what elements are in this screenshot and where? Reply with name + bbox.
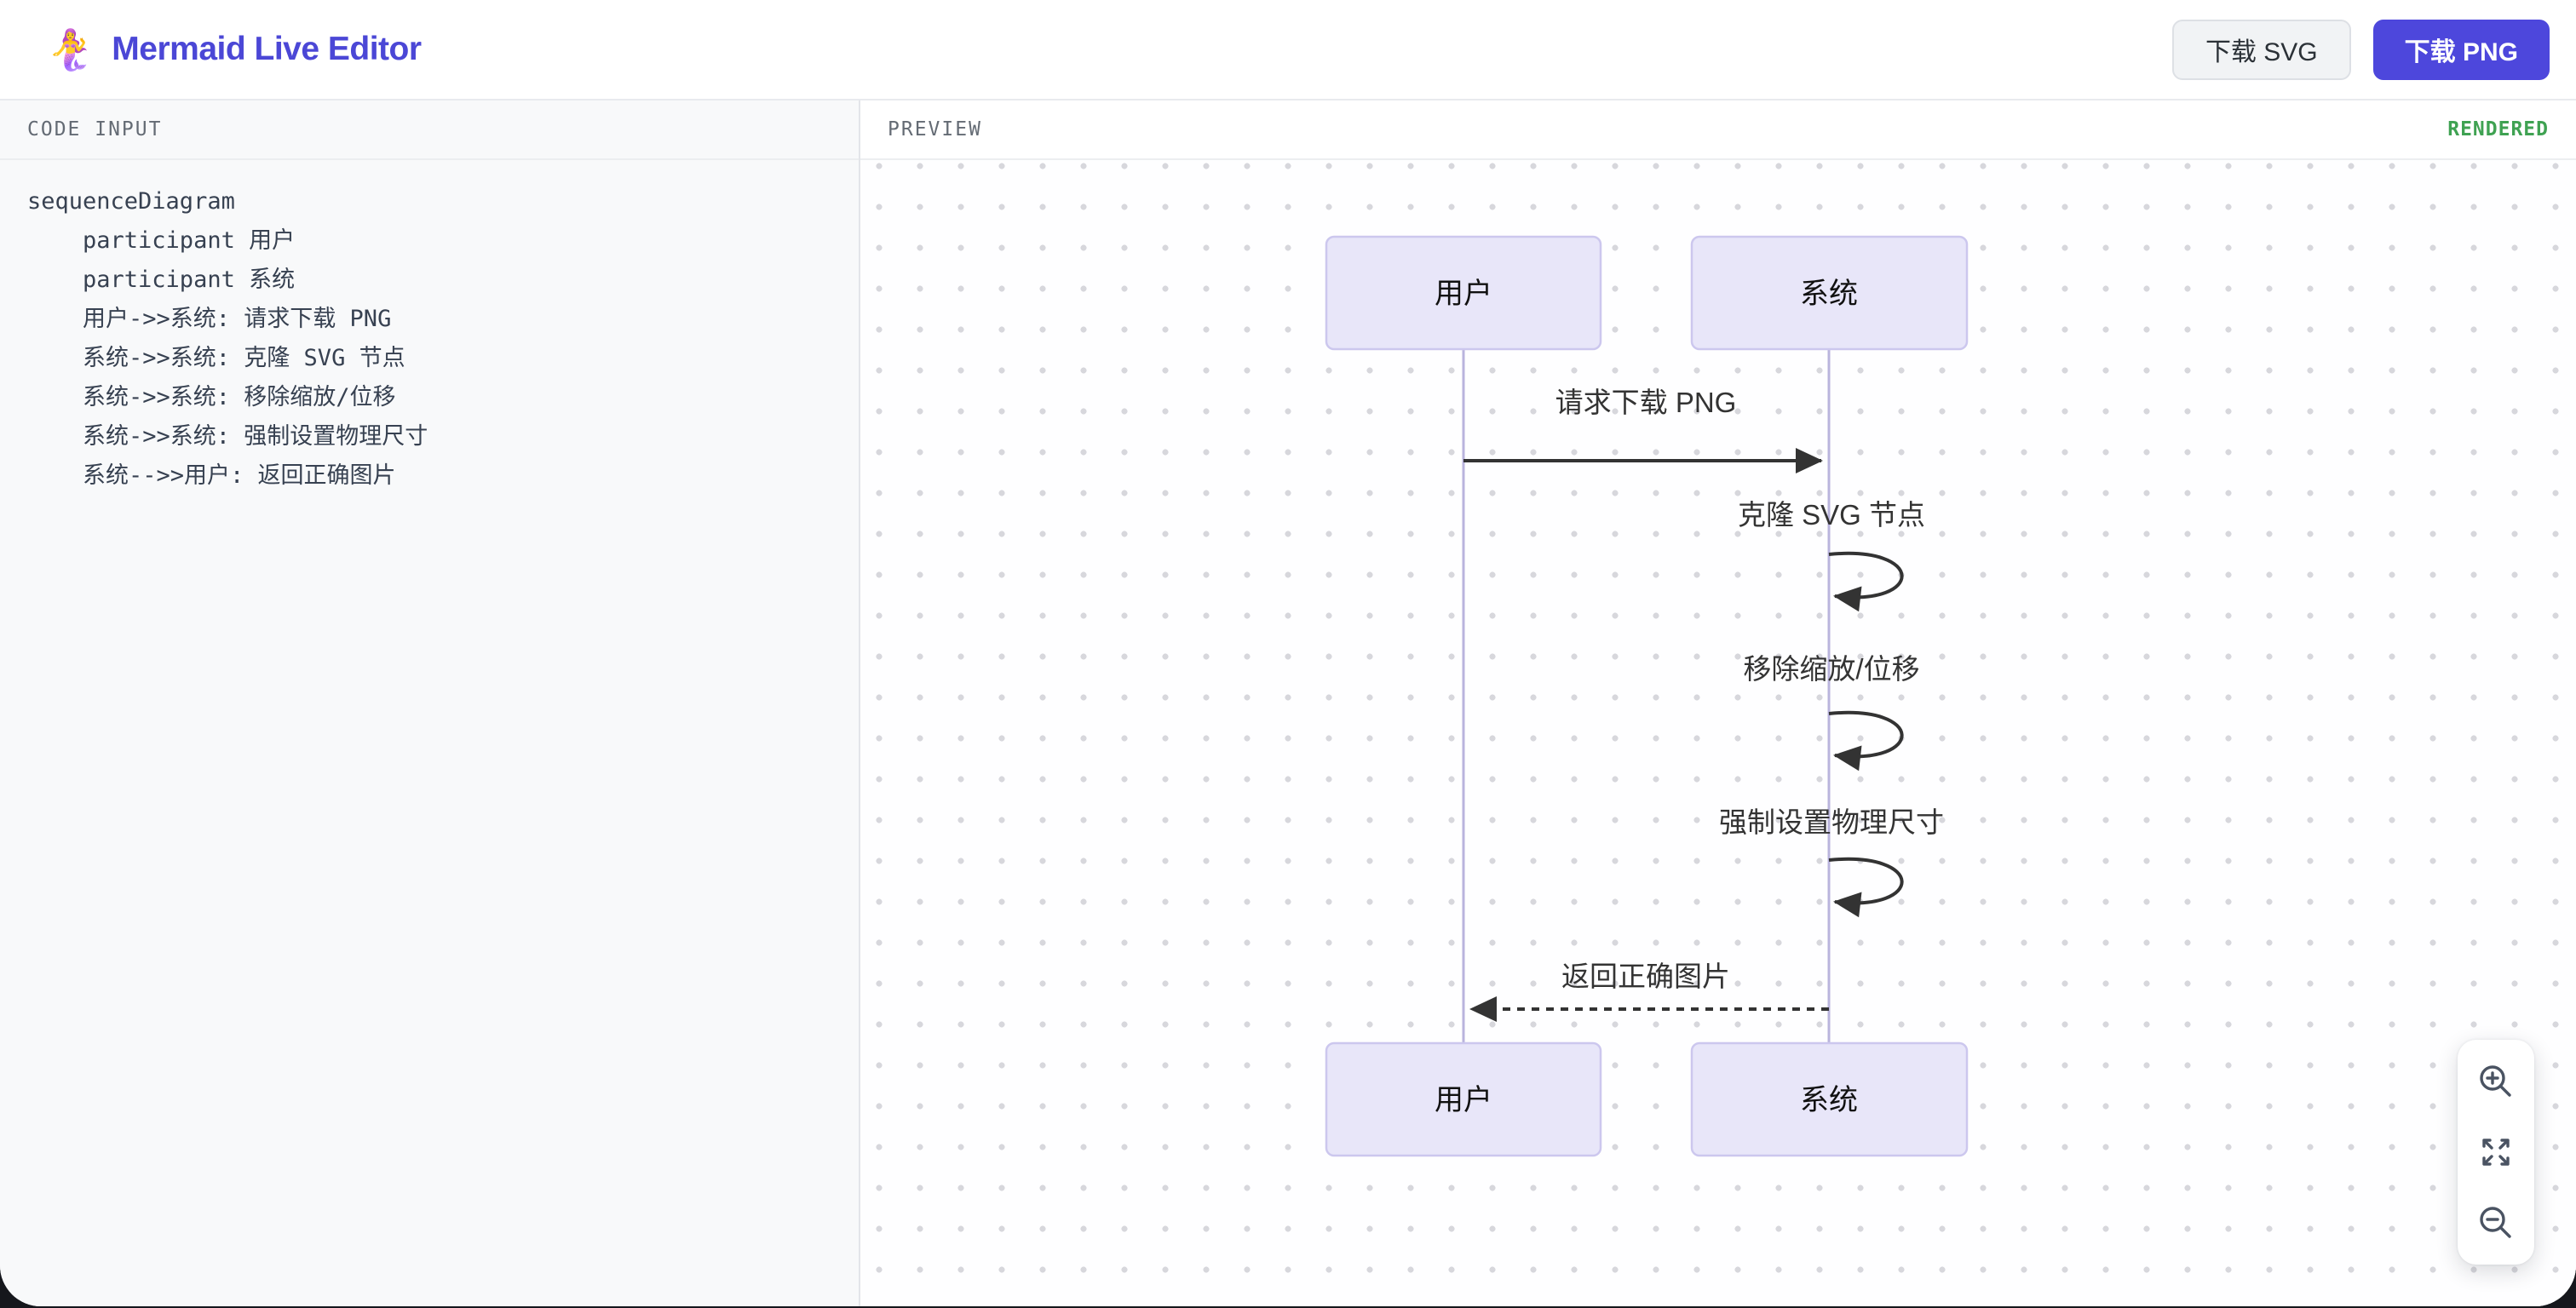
render-status-badge: RENDERED bbox=[2447, 118, 2549, 141]
actor-box-system-bottom bbox=[1690, 1041, 1969, 1157]
download-png-button[interactable]: 下载 PNG bbox=[2372, 19, 2550, 80]
message-selfloop-2 bbox=[1828, 551, 1904, 612]
code-line: 用户->>系统: 请求下载 PNG bbox=[27, 306, 392, 332]
sequence-diagram: 用户 系统 请求下载 PNG 克隆 SVG 节点 移除缩放/位移 强制设置物理尺… bbox=[1325, 235, 1969, 1157]
mermaid-logo-icon: 🧜‍♀️ bbox=[46, 27, 95, 72]
code-input-panel: CODE INPUT sequenceDiagram participant 用… bbox=[0, 100, 860, 1306]
code-input-label: CODE INPUT bbox=[27, 118, 163, 141]
message-label-3: 移除缩放/位移 bbox=[1743, 653, 1919, 685]
actor-label-user-top: 用户 bbox=[1435, 278, 1492, 310]
message-label-1: 请求下载 PNG bbox=[1555, 387, 1737, 418]
code-input-panel-header: CODE INPUT bbox=[0, 100, 859, 160]
actor-label-system-top: 系统 bbox=[1800, 278, 1858, 310]
preview-panel-header: PREVIEW RENDERED bbox=[860, 100, 2576, 160]
actor-box-system-top bbox=[1690, 235, 1969, 351]
expand-icon bbox=[2482, 1139, 2510, 1166]
actor-label-system-bottom: 系统 bbox=[1800, 1084, 1858, 1116]
code-line: participant 系统 bbox=[27, 267, 296, 293]
zoom-in-icon bbox=[2480, 1065, 2511, 1098]
zoom-out-icon bbox=[2480, 1206, 2511, 1238]
preview-canvas[interactable]: 用户 系统 请求下载 PNG 克隆 SVG 节点 移除缩放/位移 强制设置物理尺… bbox=[860, 160, 2576, 1306]
code-line: 系统-->>用户: 返回正确图片 bbox=[27, 462, 396, 489]
expand-button[interactable] bbox=[2460, 1120, 2532, 1185]
actor-box-user-top bbox=[1325, 235, 1602, 351]
preview-panel: PREVIEW RENDERED 用户 bbox=[860, 100, 2576, 1306]
message-label-5: 返回正确图片 bbox=[1561, 961, 1730, 992]
code-editor[interactable]: sequenceDiagram participant 用户 participa… bbox=[0, 160, 859, 1306]
app-title: Mermaid Live Editor bbox=[112, 31, 422, 67]
code-line: participant 用户 bbox=[27, 227, 296, 254]
code-line: 系统->>系统: 克隆 SVG 节点 bbox=[27, 345, 405, 371]
preview-label: PREVIEW bbox=[888, 118, 982, 141]
zoom-out-button[interactable] bbox=[2460, 1190, 2532, 1255]
main-split: CODE INPUT sequenceDiagram participant 用… bbox=[0, 100, 2576, 1306]
actor-box-user-bottom bbox=[1325, 1041, 1602, 1157]
message-label-4: 强制设置物理尺寸 bbox=[1719, 806, 1944, 838]
code-line: 系统->>系统: 强制设置物理尺寸 bbox=[27, 423, 428, 450]
app-header: 🧜‍♀️ Mermaid Live Editor 下载 SVG 下载 PNG bbox=[0, 0, 2576, 100]
code-line: 系统->>系统: 移除缩放/位移 bbox=[27, 384, 396, 410]
code-line: sequenceDiagram bbox=[27, 188, 235, 215]
actor-label-user-bottom: 用户 bbox=[1435, 1084, 1492, 1116]
zoom-in-button[interactable] bbox=[2460, 1049, 2532, 1114]
download-svg-button[interactable]: 下载 SVG bbox=[2171, 19, 2351, 80]
message-selfloop-4 bbox=[1828, 857, 1904, 918]
message-label-2: 克隆 SVG 节点 bbox=[1738, 499, 1925, 531]
message-selfloop-3 bbox=[1828, 710, 1904, 772]
zoom-controls bbox=[2458, 1040, 2534, 1265]
